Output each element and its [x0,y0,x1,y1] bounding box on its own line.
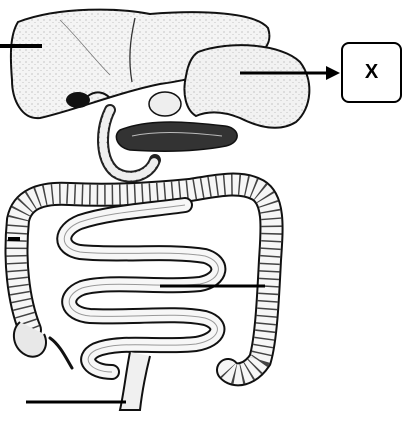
stomach [184,45,309,128]
label-x-text: X [365,61,378,84]
small-intestine [64,205,218,372]
pancreas [116,122,237,151]
gallbladder [66,92,90,108]
appendix [14,322,72,368]
label-box-x: X [341,42,402,103]
